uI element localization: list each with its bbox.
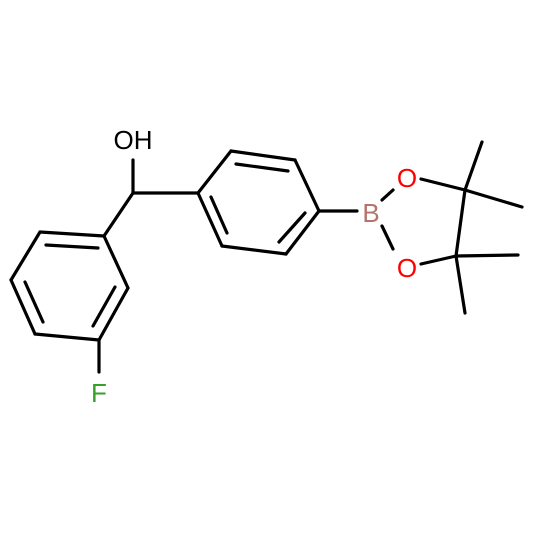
bond-methyl-3 [454, 253, 520, 258]
ring-oxygen-top-label: O [397, 163, 417, 193]
bond-o-top-c [419, 177, 467, 192]
bond-ring2-6 [196, 191, 224, 248]
atom-labels: OH F B O O [91, 125, 417, 408]
bond-ring1-3 [9, 278, 37, 336]
bond-ring1-inner-a [44, 243, 100, 250]
ring-oxygen-bottom-label: O [397, 253, 417, 283]
bond-ring2-inner-c [209, 195, 229, 235]
bond-ring2-3 [293, 158, 321, 213]
bond-methyl-1 [463, 140, 484, 192]
boron-label: B [362, 198, 379, 228]
bond-c-c-ring [454, 188, 467, 258]
central-phenyl-ring [196, 149, 321, 256]
bond-ring2-inner-a [234, 162, 290, 173]
bond-methyl-4 [454, 254, 467, 315]
bond-ring2-5 [220, 244, 288, 256]
bond-methyl-2 [463, 188, 524, 209]
bond-ring1-5 [97, 286, 130, 342]
bond-ring2-inner-b [277, 211, 307, 244]
fluorophenyl-ring [9, 230, 130, 374]
bond-o-bottom-c [419, 254, 458, 266]
bond-c-phenyl-left [102, 191, 135, 238]
fluorine-label: F [91, 378, 107, 408]
bond-ring1-inner-b [23, 280, 45, 324]
bond-ring1-inner-c [91, 285, 117, 328]
bond-b-o-bottom [380, 224, 395, 251]
bond-ring2-2 [229, 149, 297, 162]
bond-ring1-6 [102, 234, 130, 290]
bond-ring2-4 [284, 209, 321, 256]
hydroxyl-label: OH [114, 125, 153, 155]
bond-ring1-1 [38, 230, 106, 238]
pinacol-boronate [317, 140, 524, 315]
carbinol-bonds [102, 158, 200, 238]
bond-ring1-2 [9, 230, 42, 282]
bond-ring2-1 [196, 149, 233, 195]
bond-ring1-4 [33, 332, 101, 342]
bond-b-o-top [380, 188, 395, 202]
